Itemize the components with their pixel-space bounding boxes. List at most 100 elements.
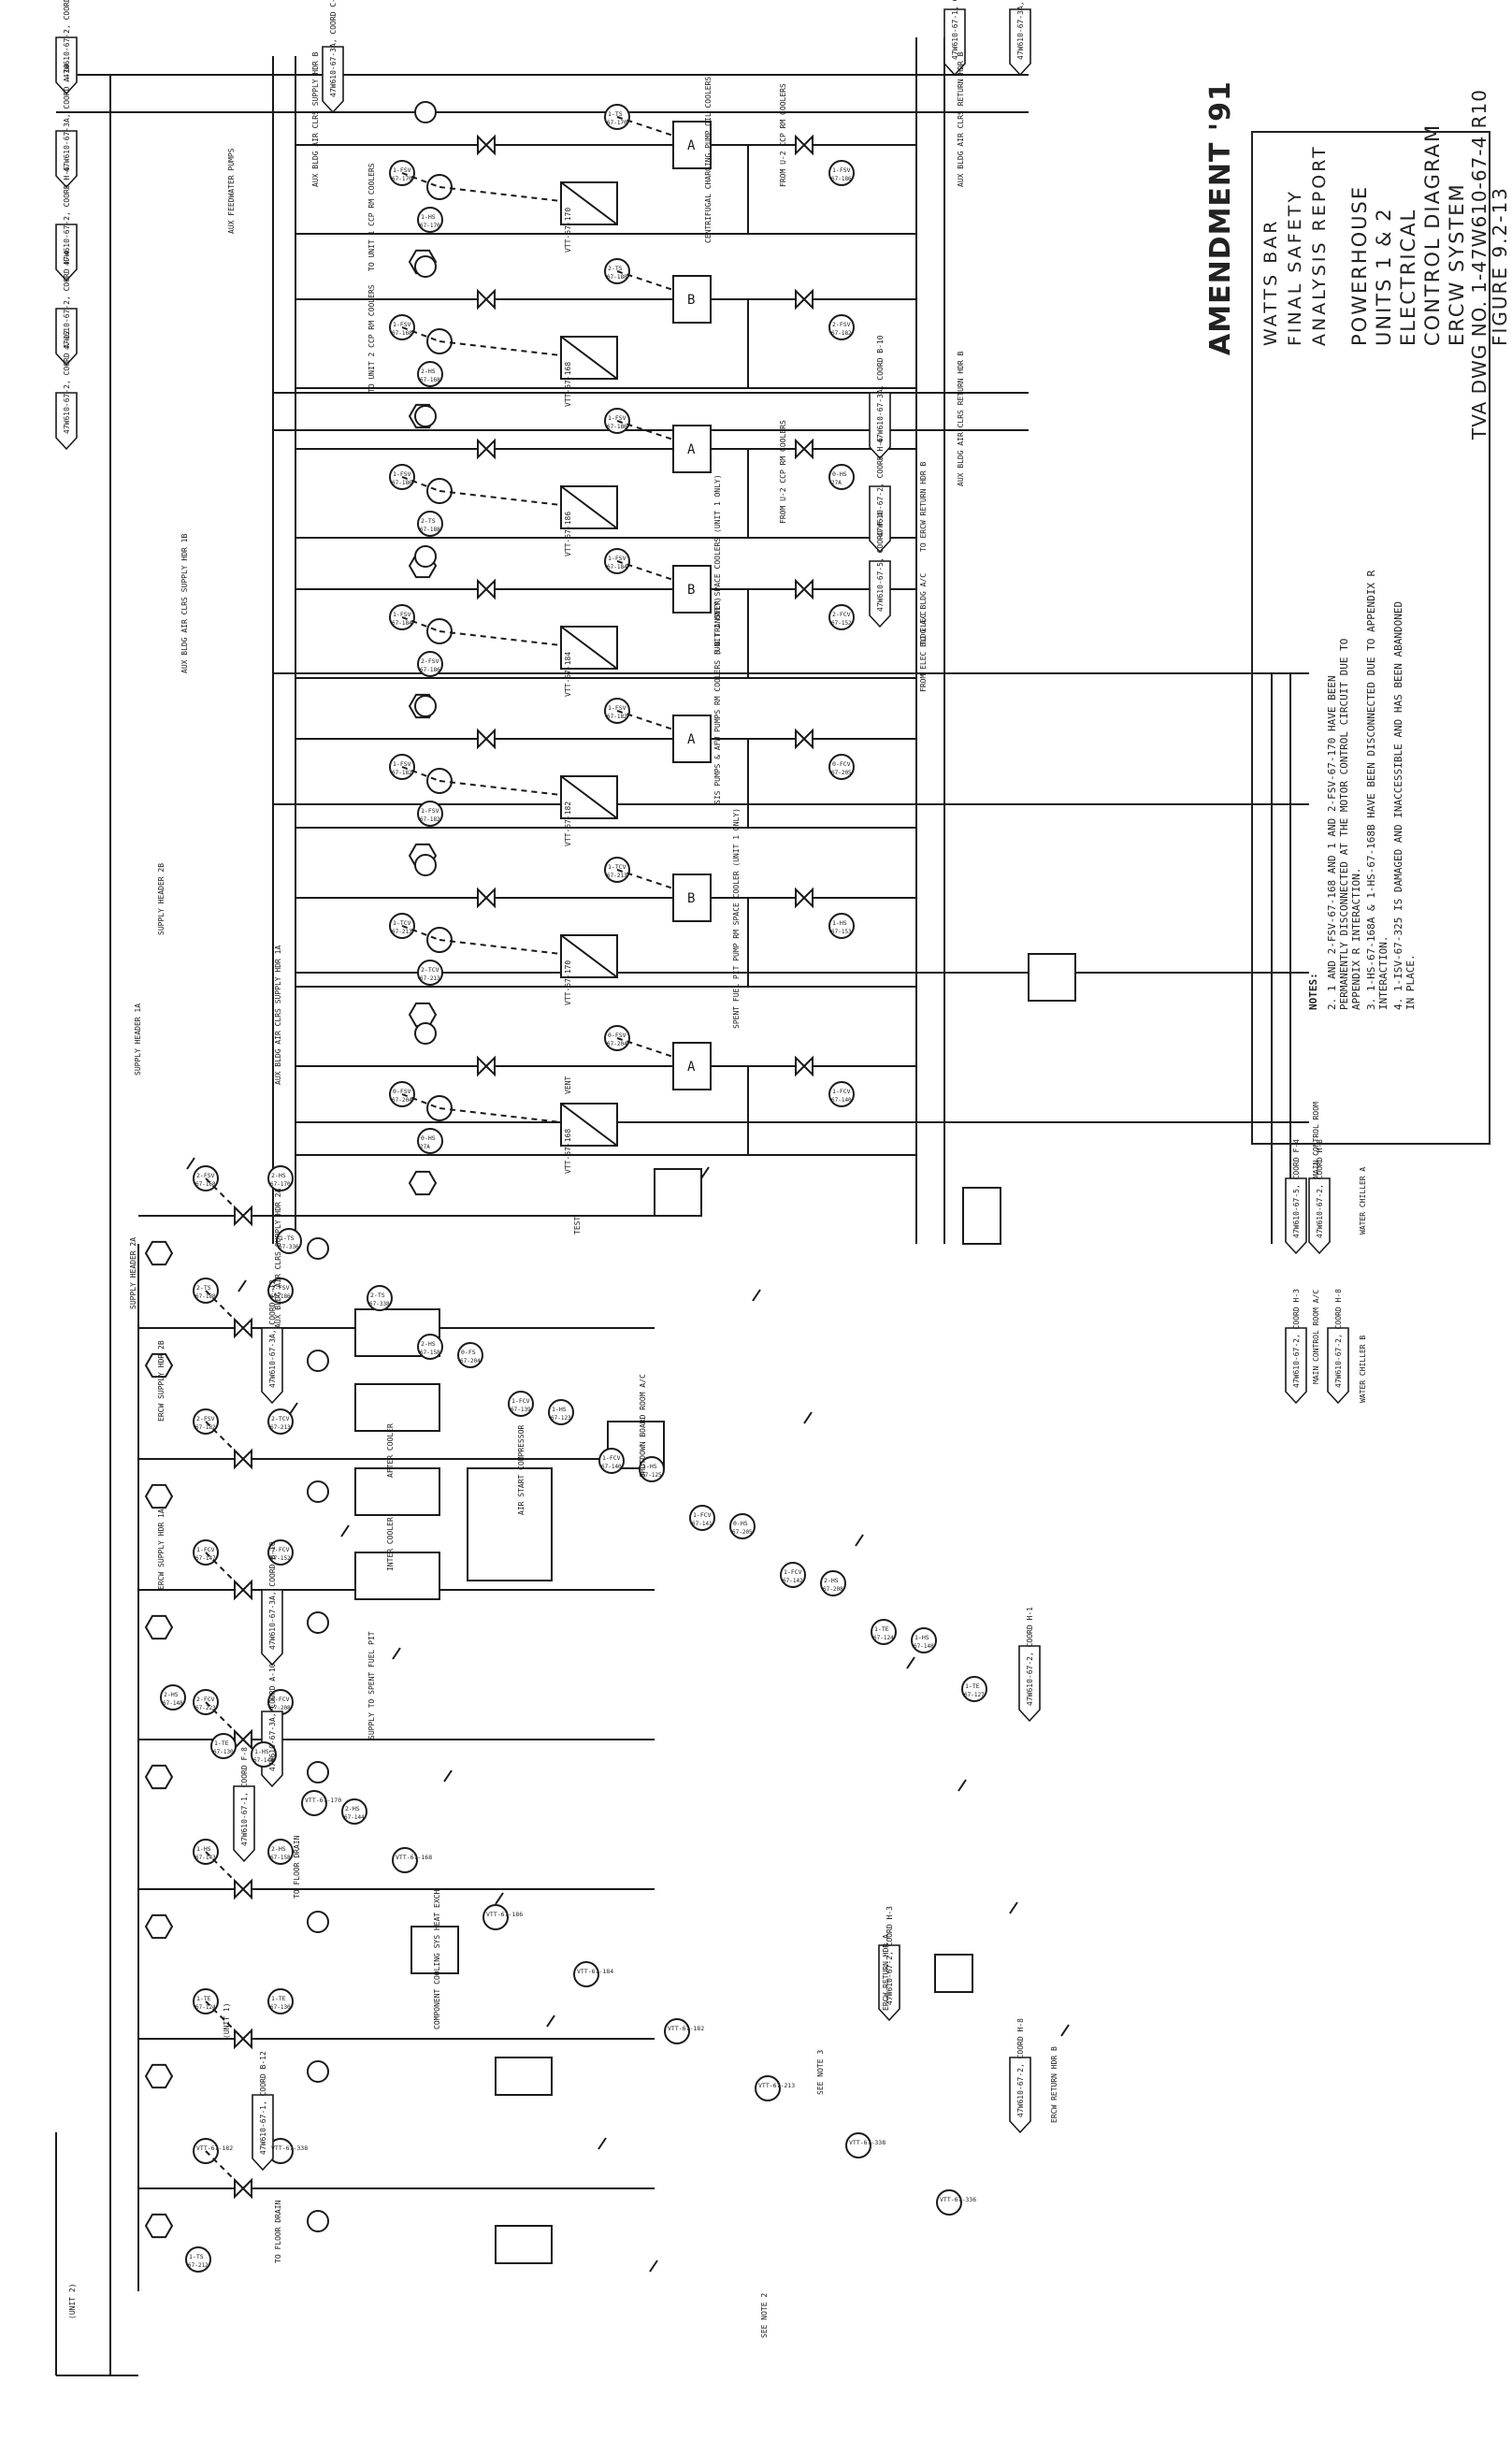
signal-line <box>401 616 440 632</box>
title-block: AMENDMENT '91 WATTS BAR FINAL SAFETY ANA… <box>1204 80 1511 1145</box>
instrument-tag: 67-182 <box>392 770 412 776</box>
instrument-tag: 0-HS <box>832 470 847 478</box>
instrument-tag: 67-204 <box>460 1358 481 1364</box>
note-line: INTERACTION. <box>1377 935 1390 1010</box>
instrument-tag: 2-HS <box>345 1805 360 1812</box>
instrument-bubble <box>267 1988 294 2014</box>
inter-cooler <box>354 1383 440 1432</box>
pipe-line <box>560 775 618 819</box>
line-label: VENT <box>564 1076 572 1094</box>
gauge-symbol <box>307 1480 329 1503</box>
valve-symbol <box>477 438 496 460</box>
instrument-bubble <box>301 1790 327 1816</box>
signal-line <box>439 780 562 796</box>
offpage-connector <box>1285 1177 1307 1255</box>
gauge-symbol <box>307 1237 329 1260</box>
interlock-hexagon <box>144 1240 174 1266</box>
pipe-line <box>906 1656 915 1669</box>
instrument-tag: 67-170 <box>392 176 412 182</box>
pipe-line <box>560 1103 618 1147</box>
equipment-tag: VTT-67-170 <box>564 208 572 253</box>
instrument-bubble <box>417 651 443 677</box>
offpage-reference: 47W610-67-3A, COORD C-12 <box>329 0 338 97</box>
pipe-line <box>443 1769 453 1783</box>
instrument-tag: 1-TS <box>189 2253 204 2260</box>
line-label: B-B TRANSFER SPACE COOLERS (UNIT 1 ONLY) <box>713 474 722 655</box>
instrument-bubble <box>911 1627 937 1653</box>
offpage-connector <box>233 1785 255 1863</box>
line-label: TO UNIT 2 CCP RM COOLERS <box>367 284 376 393</box>
valve-symbol <box>477 578 496 600</box>
offpage-reference: 47W610-67-5, COORD F-4 <box>1292 1139 1301 1238</box>
instrument-tag: 1-FSV <box>393 321 411 328</box>
instrument-tag: 1-FSV <box>608 704 626 712</box>
note-line: 3. 1-HS-67-168A & 1-HS-67-168B HAVE BEEN… <box>1365 570 1377 1010</box>
instrument-bubble <box>936 2189 962 2216</box>
instrument-tag: 1-HS <box>552 1406 567 1413</box>
line-label: ERCW SUPPLY HDR 2B <box>157 1340 166 1422</box>
line-label: ERCW RETURN HDR B <box>1050 2046 1058 2123</box>
instrument-bubble <box>729 1513 756 1539</box>
instrument-tag: 1-TE <box>965 1682 980 1690</box>
instrument-tag: 2-FSV <box>196 1415 215 1422</box>
line-label: AUX FEEDWATER PUMPS <box>227 148 236 234</box>
valve-symbol <box>795 1055 814 1077</box>
instrument-bubble <box>160 1684 186 1711</box>
signal-line <box>401 925 440 941</box>
instrument-tag: 27A <box>420 1144 430 1150</box>
instrument-tag: 67-213 <box>420 975 440 982</box>
instrument-tag: 1-FCV <box>602 1454 621 1462</box>
gauge-symbol <box>307 1611 329 1634</box>
pipe-line <box>560 181 618 225</box>
instrument-tag: 0-HS <box>421 1134 436 1142</box>
instrument-bubble <box>871 1619 897 1645</box>
subject-line-1: ELECTRICAL <box>1397 208 1419 346</box>
line-label: CENTRIFUGAL CHARGING PUMP OIL COOLERS <box>704 77 713 243</box>
offpage-connector <box>1009 2057 1031 2134</box>
offpage-connector <box>869 392 891 460</box>
offpage-reference: 47W610-67-3A, COORD D-1 <box>1016 0 1025 60</box>
instrument-tag: VTT-67-184 <box>577 1968 613 1975</box>
component-letter: A <box>687 138 696 153</box>
offpage-connector <box>55 130 78 189</box>
instrument-tag: 67-152 <box>831 620 852 627</box>
offpage-connector <box>261 1589 283 1667</box>
line-label: AUX BLDG AIR CLRS RETURN HDR B <box>957 51 965 187</box>
offpage-connector <box>322 46 344 114</box>
offpage-connector <box>869 560 891 628</box>
instrument-tag: 67-338 <box>369 1301 390 1307</box>
instrument-tag: 1-FSV <box>393 470 411 478</box>
offpage-reference: 47W610-67-5, COORD F-4 <box>876 513 885 612</box>
offpage-connector <box>1018 1645 1041 1723</box>
instrument-tag: 67-144 <box>344 1814 365 1821</box>
offpage-reference: 47W610-67-1, COORD F-8 <box>240 1747 249 1846</box>
pipe-line <box>186 1157 195 1170</box>
offpage-reference: 47W610-67-3A, COORD B-10 <box>876 335 885 443</box>
instrument-tag: 67-140 <box>831 1097 852 1104</box>
instrument-tag: 1-FSV <box>832 166 851 174</box>
pipe-line <box>560 626 618 670</box>
signal-line <box>205 1701 244 1740</box>
instrument-bubble <box>598 1448 625 1474</box>
offpage-reference: 47W610-67-2, COORD H-8 <box>1334 1289 1343 1388</box>
line-label: MAIN CONTROL ROOM <box>1312 1102 1320 1178</box>
instrument-tag: 67-168 <box>420 377 440 383</box>
instrument-bubble <box>417 801 443 827</box>
line-label: WATER CHILLER B <box>1359 1336 1367 1403</box>
equipment-tag: VTT-67-170 <box>564 960 572 1005</box>
instrument-bubble <box>508 1391 534 1417</box>
pipe-line <box>752 1289 761 1302</box>
heat-exchanger <box>495 2057 553 2096</box>
plant-name: WATTS BAR <box>1260 218 1281 346</box>
pipe-line <box>238 1279 247 1292</box>
instrument-tag: 2-FSV <box>196 1172 215 1179</box>
pipe-line <box>958 1779 967 1792</box>
gauge-symbol <box>414 1022 437 1045</box>
drawing-number: TVA DWG NO. 1-47W610-67-4 R10 <box>1468 89 1490 440</box>
instrument-tag: 27A <box>831 480 842 486</box>
signal-line <box>401 766 440 782</box>
note-line: 4. 1-ISV-67-325 IS DAMAGED AND INACCESSI… <box>1392 600 1404 1010</box>
instrument-tag: 2-HS <box>271 1172 286 1179</box>
pipe-line <box>1009 1901 1018 1914</box>
cooler-box <box>672 1042 712 1090</box>
